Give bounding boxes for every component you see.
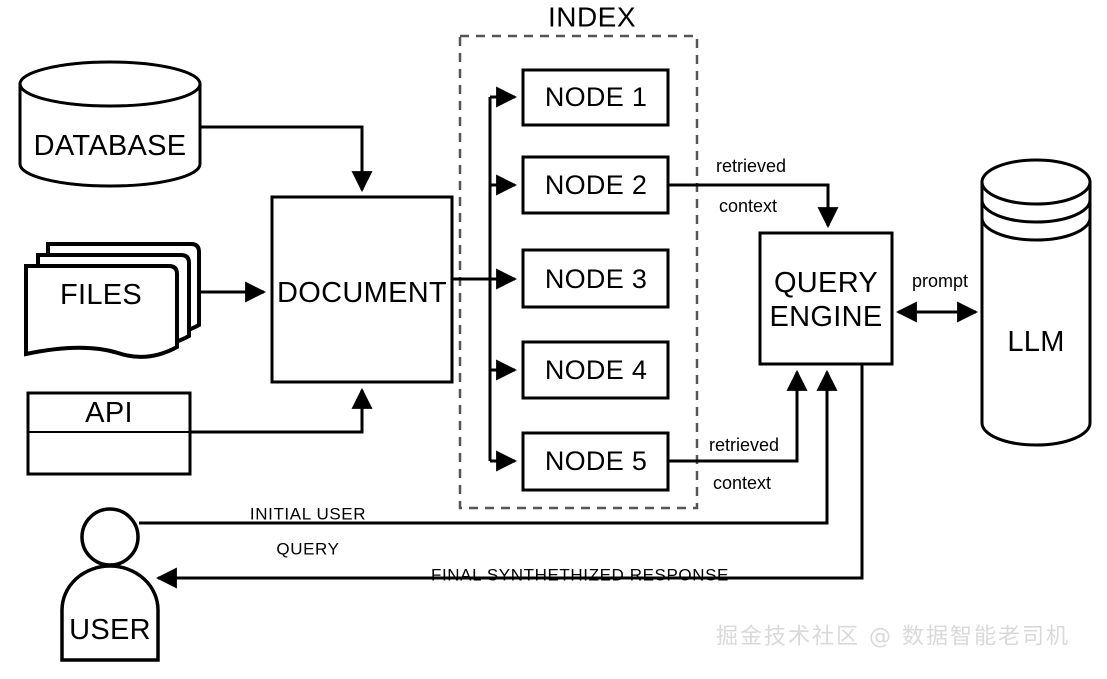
api-shape <box>26 391 192 476</box>
query-engine-box <box>758 231 894 366</box>
node-3-box <box>521 248 670 309</box>
edge-database-to-document <box>200 125 373 193</box>
node-5-box <box>521 431 670 492</box>
node-4-box <box>521 340 670 400</box>
node-2-box <box>521 155 670 215</box>
edge-final-response <box>155 364 864 589</box>
document-box <box>270 195 454 384</box>
llm-shape <box>980 158 1092 447</box>
files-shape <box>24 242 201 359</box>
node-1-box <box>521 68 670 127</box>
edge-node2-retrieved-context <box>668 183 839 229</box>
edge-initial-user-query <box>139 369 838 525</box>
user-actor-shape <box>60 507 160 662</box>
index-dashed-container <box>458 34 699 510</box>
edge-api-to-document <box>190 387 373 434</box>
database-shape <box>18 60 202 188</box>
edge-node5-retrieved-context <box>668 369 808 463</box>
